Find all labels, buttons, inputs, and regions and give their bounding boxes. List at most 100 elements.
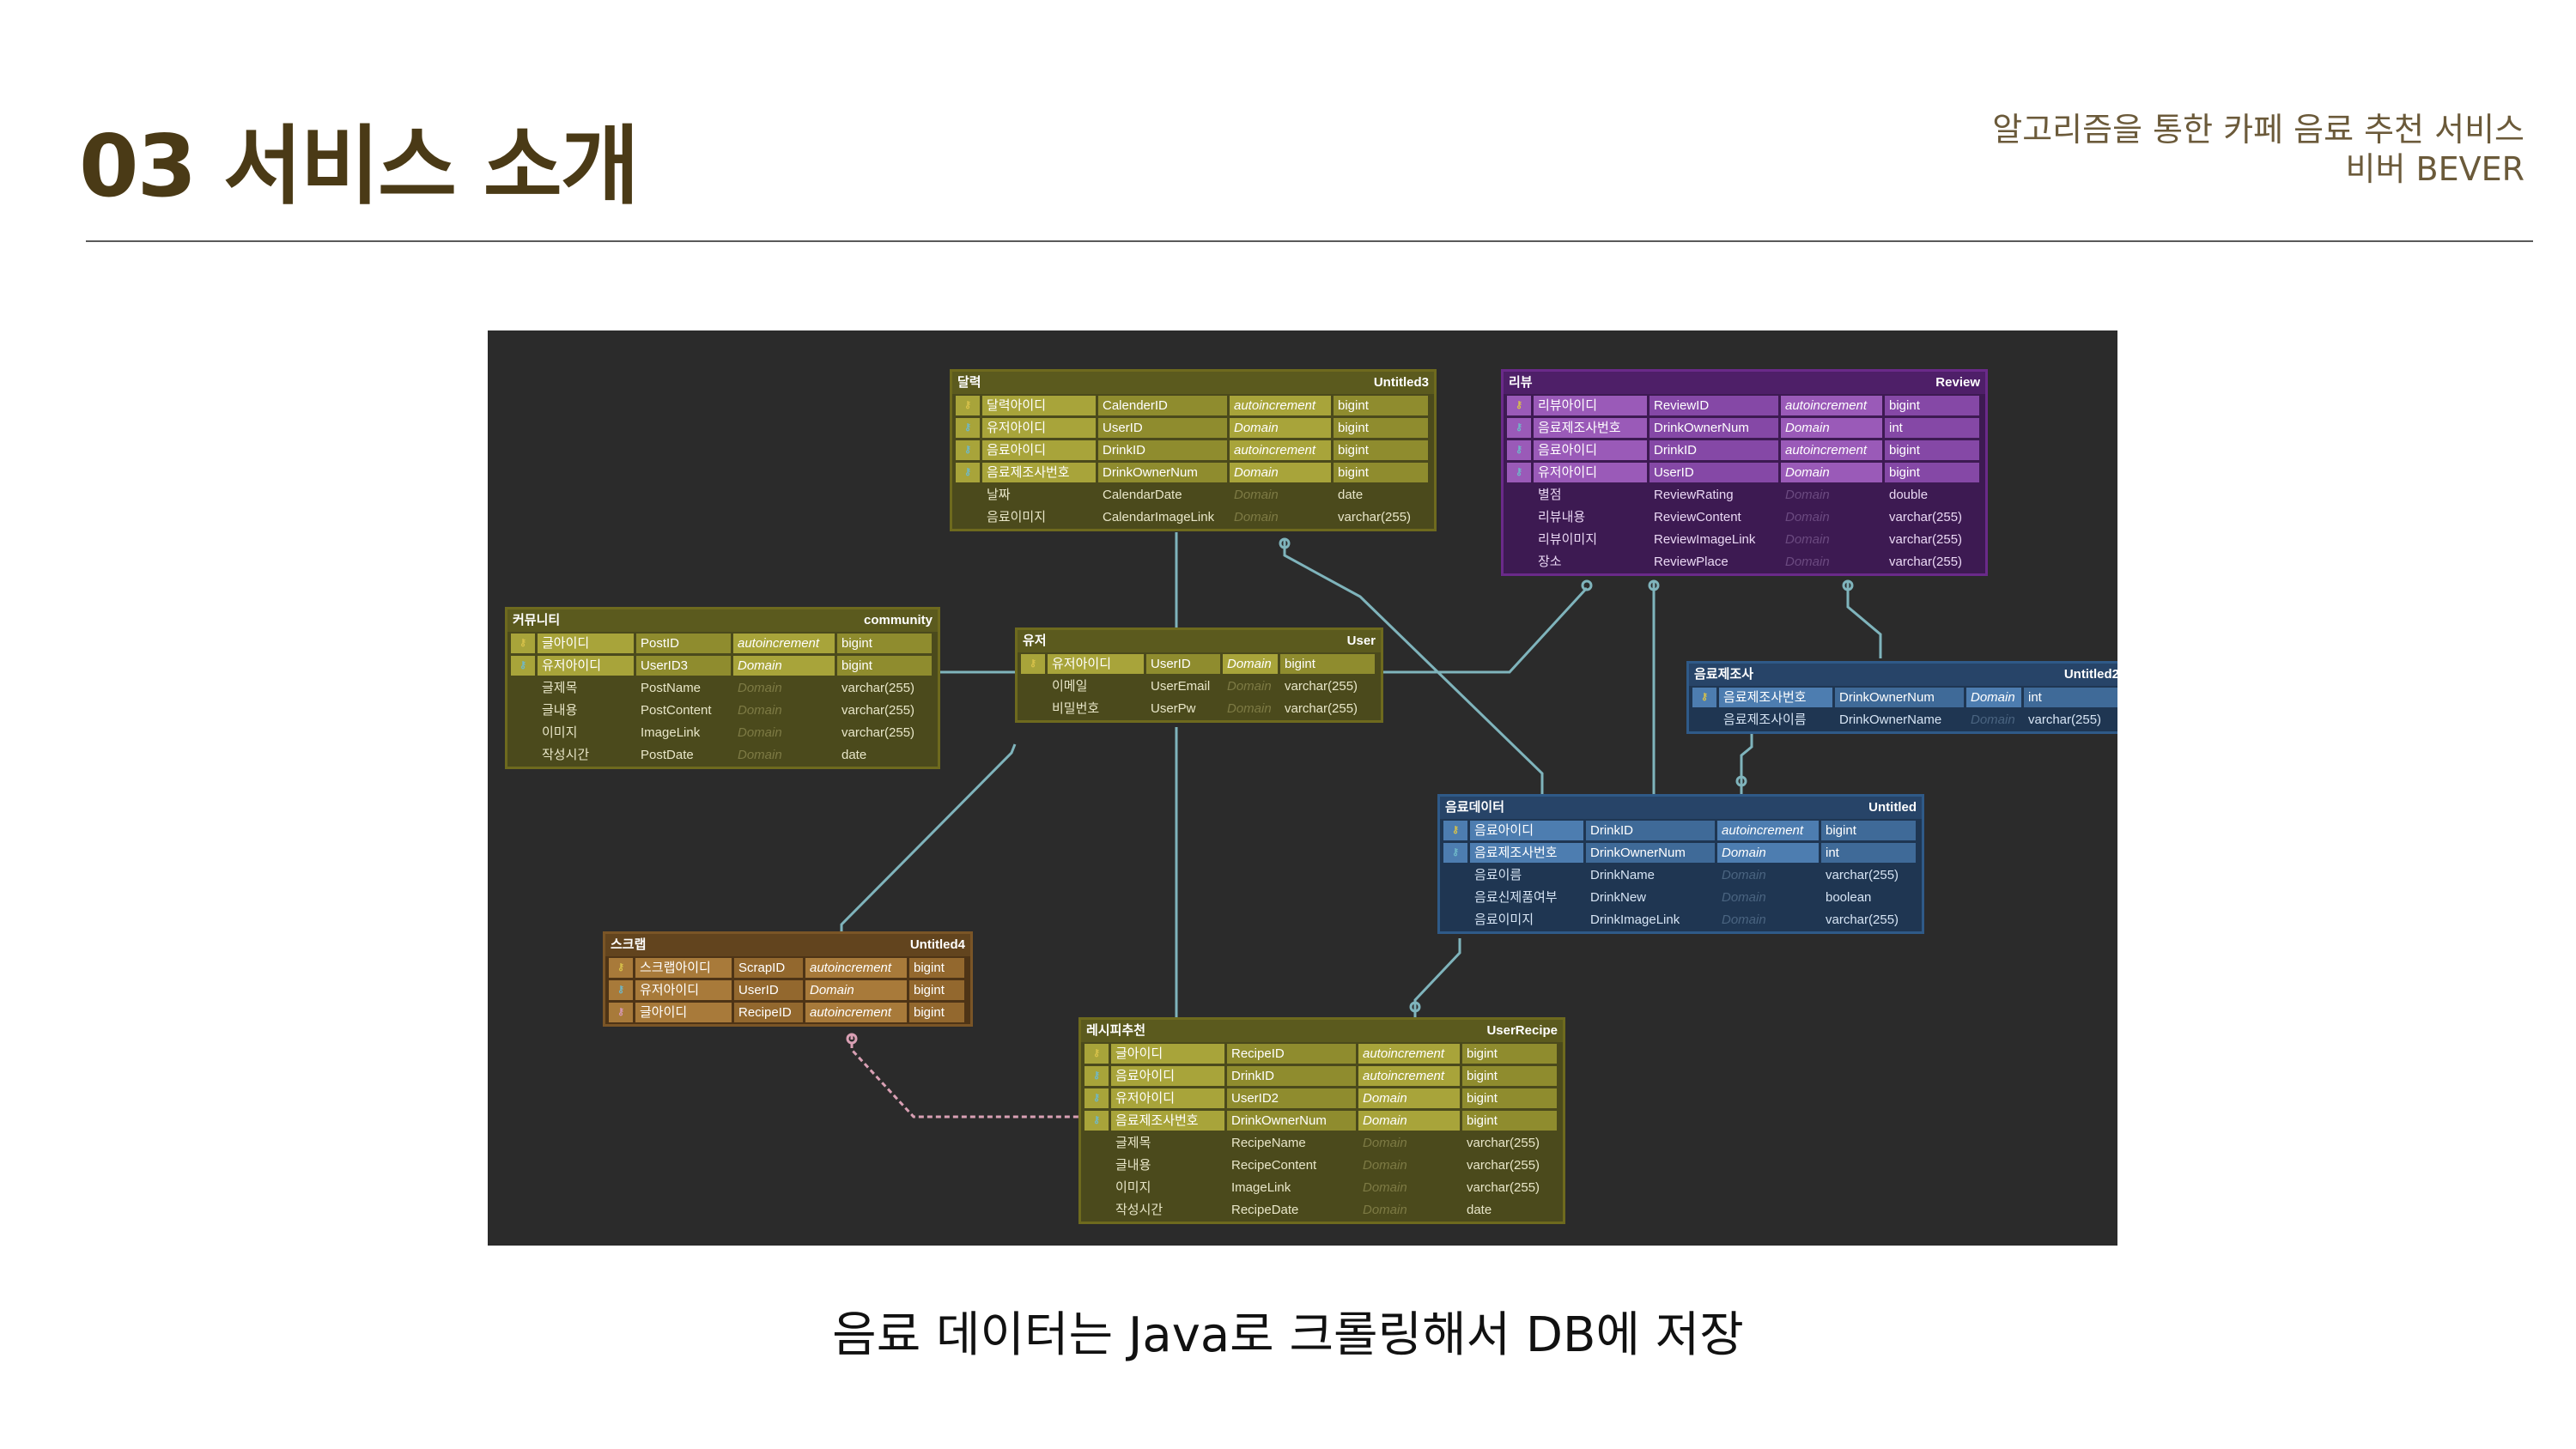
column-name: RecipeContent xyxy=(1231,1158,1317,1173)
column-domain: autoincrement xyxy=(1230,440,1331,460)
column-domain: Domain xyxy=(1785,488,1830,502)
column-type: bigint xyxy=(837,634,932,653)
no-key-spacer xyxy=(1507,507,1531,527)
foreign-key-icon: ⚷ xyxy=(1443,843,1467,863)
column-name: ReviewRating xyxy=(1654,488,1734,502)
column-name: PostName xyxy=(641,681,702,695)
column-korean-name: 음료신제품여부 xyxy=(1474,890,1558,905)
no-key-spacer xyxy=(511,678,535,698)
column-korean-name: 음료제조사번호 xyxy=(982,463,1096,482)
foreign-key-icon: ⚷ xyxy=(511,656,535,676)
table-korean-name: 유저 xyxy=(1023,634,1047,648)
column-type: boolean xyxy=(1826,890,1872,905)
column-domain: Domain xyxy=(1722,868,1766,882)
column-domain: autoincrement xyxy=(733,634,835,653)
column-korean-name: 날짜 xyxy=(987,488,1011,502)
column-name: PostDate xyxy=(641,748,694,762)
column-domain: Domain xyxy=(1363,1203,1407,1217)
foreign-key-icon: ⚷ xyxy=(1084,1111,1109,1131)
column-name: UserID3 xyxy=(636,656,731,676)
column-korean-name: 유저아이디 xyxy=(982,418,1096,438)
column-name: RecipeName xyxy=(1231,1136,1306,1150)
column-type: bigint xyxy=(837,656,932,676)
column-domain: Domain xyxy=(738,703,782,718)
column-type: bigint xyxy=(1334,463,1428,482)
column-korean-name: 음료아이디 xyxy=(1111,1066,1224,1086)
column-domain: Domain xyxy=(1785,532,1830,547)
column-korean-name: 리뷰이미지 xyxy=(1538,532,1598,547)
column-type: int xyxy=(1885,418,1979,438)
column-name: DrinkID xyxy=(1227,1066,1356,1086)
column-type: varchar(255) xyxy=(1889,555,1963,569)
crow-foot-marker xyxy=(1279,537,1291,549)
column-domain: autoincrement xyxy=(805,958,907,978)
column-domain: Domain xyxy=(1227,679,1272,694)
column-domain: autoincrement xyxy=(1781,396,1882,415)
column-name: CalenderID xyxy=(1098,396,1227,415)
column-type: bigint xyxy=(1334,440,1428,460)
foreign-key-icon: ⚷ xyxy=(1084,1088,1109,1108)
table-korean-name: 달력 xyxy=(957,375,981,390)
column-name: UserPw xyxy=(1151,701,1196,716)
column-name: ReviewImageLink xyxy=(1654,532,1756,547)
no-key-spacer xyxy=(956,485,980,505)
column-domain: Domain xyxy=(1722,912,1766,927)
column-domain: autoincrement xyxy=(1230,396,1331,415)
no-key-spacer xyxy=(956,507,980,527)
rel-review-owner xyxy=(1846,581,1882,658)
column-name: RecipeID xyxy=(734,1003,803,1022)
column-korean-name: 글아이디 xyxy=(1111,1044,1224,1064)
